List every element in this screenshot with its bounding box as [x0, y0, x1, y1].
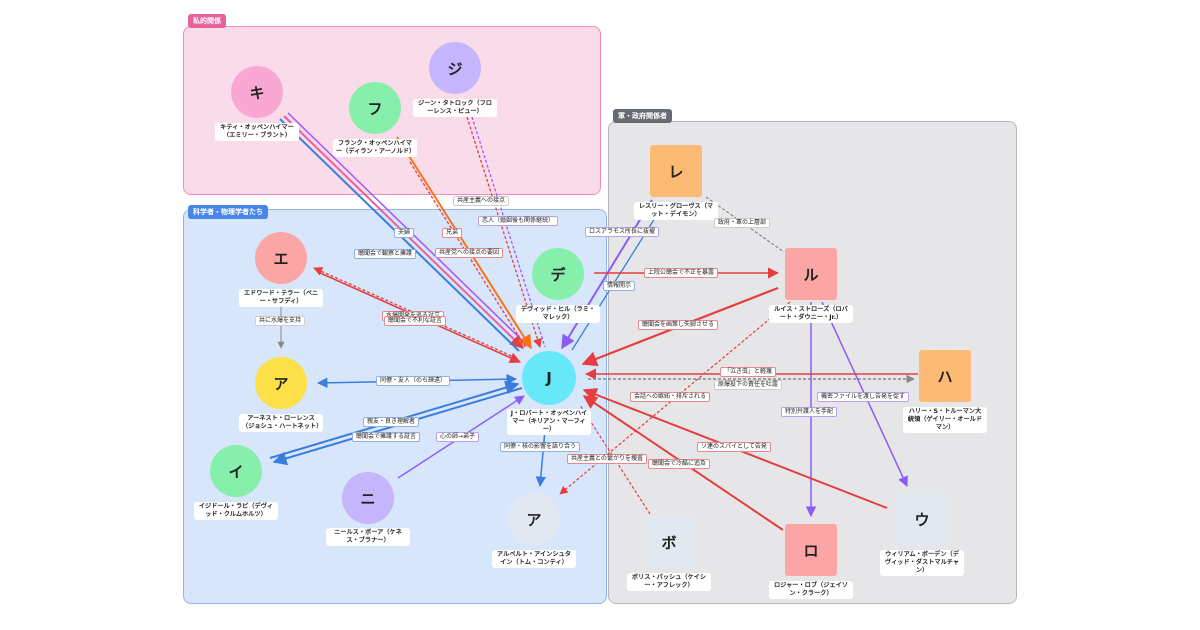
group-private-tag: 私的関係: [188, 14, 226, 28]
edge-label-e9: 上院公聴会で不正を暴露: [644, 268, 719, 278]
edge-label-e14: 共に水爆を支持: [255, 316, 306, 326]
edge-leslie-oppie: [561, 199, 653, 350]
edge-boris-oppie: [579, 404, 651, 515]
node-jean-label: ジーン・タトロック（フローレンス・ピュー）: [413, 99, 497, 117]
node-edward[interactable]: エ: [255, 232, 307, 284]
node-boris[interactable]: ボ: [643, 516, 695, 568]
edge-label-e12: 聴聞会で不利な証言: [384, 316, 447, 326]
edge-label-e8: 政府・軍の上層部: [714, 218, 771, 228]
node-niels[interactable]: ニ: [342, 472, 394, 524]
node-william[interactable]: ウ: [896, 493, 948, 545]
node-kitty[interactable]: キ: [231, 66, 283, 118]
edge-label-e23: 心の師→弟子: [436, 432, 480, 442]
node-jean[interactable]: ジ: [429, 42, 481, 94]
node-harry[interactable]: ハ: [919, 350, 971, 402]
node-isidor-label: イジドール・ラビ（デヴィッド・クルムホルツ）: [194, 502, 278, 520]
group-military-tag: 軍・政府関係者: [613, 109, 672, 123]
edge-label-e7: ロスアラモス所長に抜擢: [585, 227, 660, 237]
edge-oppie-einstein: [535, 429, 547, 488]
node-einstein-label: アルベルト・アインシュタイン（トム・コンティ）: [492, 550, 576, 568]
edge-label-e1: 共産主義への接点: [453, 196, 510, 206]
node-oppie[interactable]: J: [522, 351, 576, 405]
node-roger[interactable]: ロ: [785, 524, 837, 576]
node-leslie-label: レスリー・グローヴス（マット・デイモン）: [634, 202, 718, 220]
edge-label-e6: 聴聞会で観察と擁護: [354, 249, 417, 259]
edge-frank-oppie-orange: [396, 136, 532, 350]
edge-label-e4: 兄弟: [442, 228, 463, 238]
node-frank-label: フランク・オッペンハイマー（ディラン・アーノルド）: [333, 139, 417, 157]
node-lewis[interactable]: ル: [785, 248, 837, 300]
node-edward-label: エドワード・テラー（ベニー・サフディ）: [239, 289, 323, 307]
node-david[interactable]: デ: [532, 248, 584, 300]
node-roger-label: ロジャー・ロブ（ジェイソン・クラーク）: [769, 581, 853, 599]
edge-label-e3: 夫婦: [394, 228, 415, 238]
edge-label-e27: 聴聞会で冷酷に追及: [648, 459, 711, 469]
edge-label-e5: 共産党への接点の要因: [435, 248, 504, 258]
node-einstein[interactable]: ア: [508, 493, 560, 545]
edge-label-e10: 情報開示: [603, 281, 636, 291]
node-leslie[interactable]: レ: [650, 145, 702, 197]
edge-label-e21: 親友・良き理解者: [363, 417, 420, 427]
node-niels-label: ニールス・ボーア（ケネス・ブラナー）: [326, 528, 410, 546]
node-david-label: デヴィッド・ヒル（ラミ・マレック）: [516, 305, 600, 323]
edge-frank-oppie-dash: [409, 161, 527, 349]
node-isidor[interactable]: イ: [210, 445, 262, 497]
edge-label-e15: 同僚・友人（のち疎遠）: [376, 376, 451, 386]
node-lewis-label: ルイス・ストローズ（ロバート・ダウニー・Jr.）: [769, 305, 853, 323]
edge-label-e24: 同僚・核の影響を語り合う: [500, 442, 581, 452]
node-oppie-label: J・ロバート・オッペンハイマー（キリアン・マーフィー）: [507, 409, 591, 435]
edge-label-e26: ソ連のスパイとして告発: [697, 442, 771, 452]
node-ernest[interactable]: ア: [255, 357, 307, 409]
node-william-label: ウィリアム・ボーデン（デヴィッド・ダストマルチャン）: [880, 550, 964, 576]
node-frank[interactable]: フ: [349, 82, 401, 134]
node-boris-label: ボリス・パッシュ（ケイシー・アフレック）: [627, 573, 711, 591]
edge-label-e13: 聴聞会を画策し失脚させる: [638, 320, 719, 330]
edge-label-e25: 共産主義との繋がりを捜査: [567, 454, 647, 464]
edge-label-e16: 「泣き虫」と軽蔑: [720, 367, 777, 377]
edge-label-e20: 特別弁護人を手配: [781, 407, 838, 417]
edge-label-e17: 原爆投下の責任を吐露: [714, 380, 783, 390]
edge-label-e18: 会話への嫉妬・排斥される: [630, 392, 711, 402]
node-harry-label: ハリー・S・トルーマン大統領（ゲイリー・オールドマン）: [903, 407, 987, 433]
group-scientists-tag: 科学者・物理学者たち: [188, 205, 268, 219]
node-kitty-label: キティ・オッペンハイマー（エミリー・ブラント）: [215, 123, 299, 141]
edge-label-e19: 機密ファイルを渡し告発を促す: [817, 392, 910, 402]
edge-label-e22: 聴聞会で擁護する証言: [352, 432, 421, 442]
node-ernest-label: アーネスト・ローレンス（ジョシュ・ハートネット）: [239, 414, 323, 432]
edge-label-e2: 恋人（婚姻後も関係継続）: [478, 216, 559, 226]
